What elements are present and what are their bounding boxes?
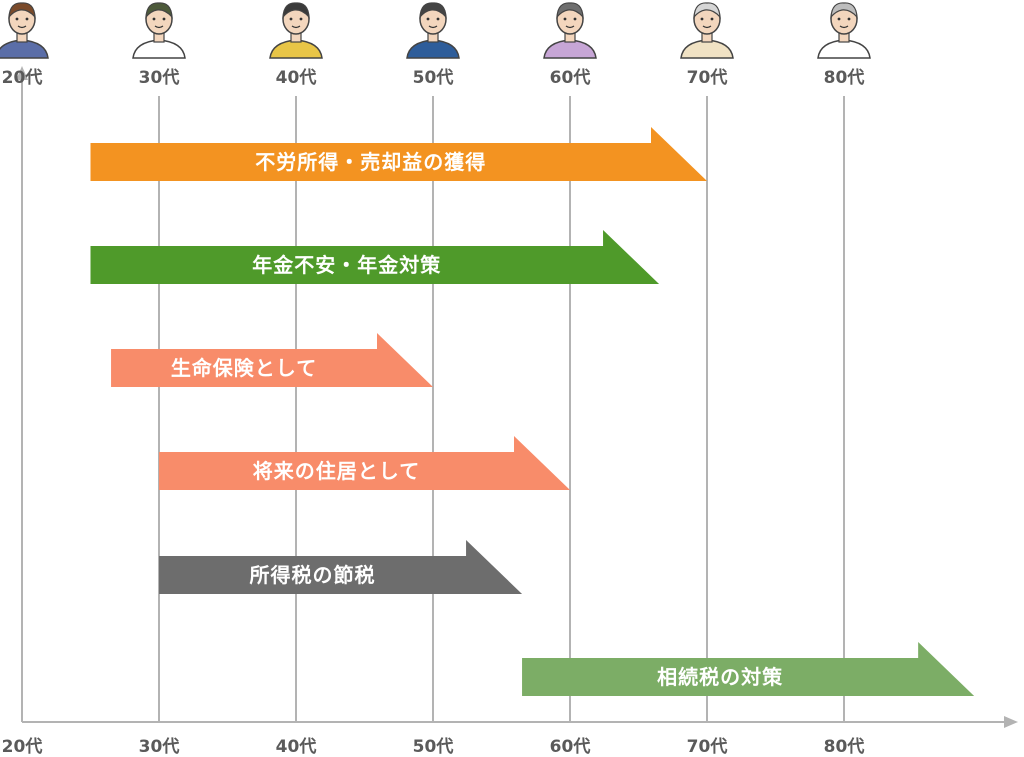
top-age-label: 30代 (139, 67, 180, 88)
avatar-eye (563, 17, 567, 21)
arrow-shape (90, 230, 660, 284)
arrow-label: 所得税の節税 (250, 563, 376, 587)
axes (16, 66, 1018, 728)
arrow-label: 相続税の対策 (657, 665, 783, 689)
top-age-label: 40代 (276, 67, 317, 88)
bottom-age-label: 60代 (550, 736, 591, 757)
avatar-mouth (291, 25, 301, 29)
avatar-shirt (406, 39, 460, 59)
arrow-shape (90, 127, 707, 181)
arrow-shape (159, 436, 570, 490)
arrow-shape (159, 540, 523, 594)
arrow-label: 不労所得・売却益の獲得 (255, 150, 486, 174)
avatar-mouth (565, 25, 575, 29)
bottom-age-labels: 20代 30代 40代 50代 60代 70代 80代 (2, 736, 865, 757)
avatar-hair (145, 2, 173, 19)
bottom-age-label: 70代 (687, 736, 728, 757)
gridlines (158, 96, 845, 722)
avatar-60s-icon (543, 2, 597, 59)
avatar-eye (436, 17, 440, 21)
arrow-shape (111, 333, 434, 387)
arrow-shape (522, 642, 975, 696)
arrow-4: 将来の住居として (159, 436, 570, 490)
arrow-label: 年金不安・年金対策 (252, 253, 441, 277)
arrow-2: 年金不安・年金対策 (90, 230, 660, 284)
avatar-eye (299, 17, 303, 21)
avatar-eye (837, 17, 841, 21)
avatar-eye (162, 17, 166, 21)
avatar-hair (419, 2, 447, 19)
avatar-eye (25, 17, 29, 21)
avatar-shirt (817, 39, 871, 59)
bottom-age-label: 30代 (139, 736, 180, 757)
arrow-label: 将来の住居として (253, 459, 420, 483)
arrows: 不労所得・売却益の獲得年金不安・年金対策生命保険として将来の住居として所得税の節… (90, 127, 975, 696)
bottom-age-label: 80代 (824, 736, 865, 757)
avatar-shirt (0, 39, 49, 59)
avatar-eye (573, 17, 577, 21)
avatar-eye (15, 17, 19, 21)
avatar-50s-icon (406, 2, 460, 59)
avatar-hair (830, 2, 858, 19)
avatar-eye (426, 17, 430, 21)
avatar-20s-icon (0, 2, 49, 59)
bottom-age-label: 40代 (276, 736, 317, 757)
avatar-shirt (132, 39, 186, 59)
arrow-5: 所得税の節税 (159, 540, 523, 594)
avatar-hair (282, 2, 310, 19)
avatar-mouth (154, 25, 164, 29)
y-axis-arrowhead (16, 66, 28, 80)
bottom-age-label: 20代 (2, 736, 43, 757)
x-axis-arrowhead (1004, 716, 1018, 728)
top-age-labels: 20代 30代 40代 50代 60代 70代 80代 (2, 67, 865, 88)
avatar-hair (693, 2, 721, 19)
avatar-mouth (702, 25, 712, 29)
arrow-1: 不労所得・売却益の獲得 (90, 127, 707, 181)
avatar-40s-icon (269, 2, 323, 59)
top-age-label: 70代 (687, 67, 728, 88)
avatar-eye (710, 17, 714, 21)
arrow-3: 生命保険として (111, 333, 434, 387)
top-age-label: 80代 (824, 67, 865, 88)
bottom-age-label: 50代 (413, 736, 454, 757)
avatar-hair (556, 2, 584, 19)
arrow-6: 相続税の対策 (522, 642, 975, 696)
avatar-mouth (428, 25, 438, 29)
avatar-70s-icon (680, 2, 734, 59)
top-age-label: 50代 (413, 67, 454, 88)
avatar-mouth (839, 25, 849, 29)
avatar-80s-icon (817, 2, 871, 59)
avatar-eye (847, 17, 851, 21)
avatar-shirt (269, 39, 323, 59)
avatars (0, 2, 871, 59)
top-age-label: 60代 (550, 67, 591, 88)
avatar-mouth (17, 25, 27, 29)
avatar-eye (289, 17, 293, 21)
avatar-eye (700, 17, 704, 21)
avatar-shirt (543, 39, 597, 59)
avatar-30s-icon (132, 2, 186, 59)
avatar-hair (8, 2, 36, 19)
avatar-shirt (680, 39, 734, 59)
top-age-label: 20代 (2, 67, 43, 88)
arrow-label: 生命保険として (171, 356, 317, 380)
avatar-eye (152, 17, 156, 21)
